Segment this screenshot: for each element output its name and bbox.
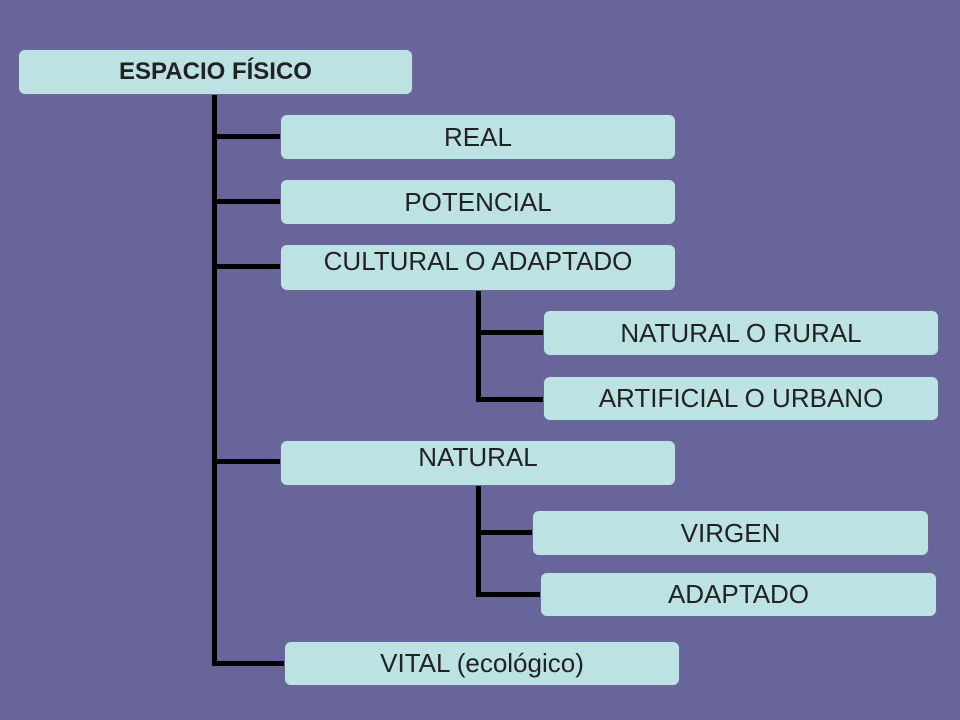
node-real: REAL	[280, 114, 676, 160]
connector-vital	[212, 661, 286, 666]
node-vital-ecologico: VITAL (ecológico)	[284, 641, 680, 686]
connector-real	[212, 134, 282, 139]
connector-potencial	[212, 199, 282, 204]
connector-trunk	[212, 94, 217, 666]
connector-cultural-trunk	[476, 290, 481, 402]
connector-natural-trunk	[476, 485, 481, 597]
node-artificial-o-urbano: ARTIFICIAL O URBANO	[543, 376, 939, 421]
connector-adaptado	[476, 592, 542, 597]
node-potencial: POTENCIAL	[280, 179, 676, 225]
connector-virgen	[476, 530, 534, 535]
node-espacio-fisico: ESPACIO FÍSICO	[18, 49, 413, 95]
connector-cultural	[212, 264, 282, 269]
connector-natural-rural	[476, 330, 546, 335]
node-natural-o-rural: NATURAL O RURAL	[543, 310, 939, 356]
node-cultural-o-adaptado: CULTURAL O ADAPTADO	[280, 244, 676, 291]
node-virgen: VIRGEN	[532, 510, 929, 556]
connector-natural	[212, 459, 282, 464]
connector-artificial-urbano	[476, 397, 546, 402]
node-natural: NATURAL	[280, 440, 676, 486]
node-adaptado: ADAPTADO	[540, 572, 937, 617]
